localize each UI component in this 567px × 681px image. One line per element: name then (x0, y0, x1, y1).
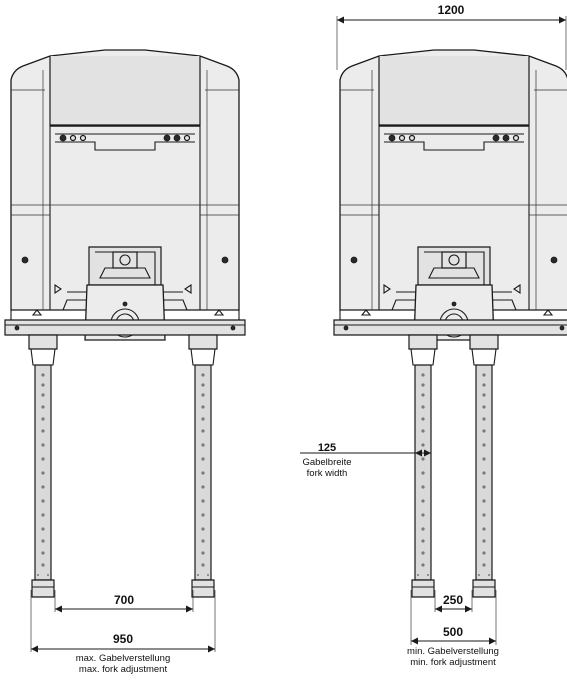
right-view: 1200 125 Gabelbreite fork width 250 500 … (300, 3, 567, 668)
left-view: 700 950 max. Gabelverstellung max. fork … (4, 49, 246, 675)
right-carriage (333, 49, 567, 341)
fork-width-label-en: fork width (307, 468, 348, 479)
left-fork-left (28, 334, 58, 598)
right-fork-left (408, 334, 438, 598)
right-fork-right (469, 334, 499, 598)
dimension-label-1200: 1200 (438, 3, 465, 17)
dimension-label-700: 700 (114, 593, 134, 607)
fork-width-label-de: Gabelbreite (302, 457, 351, 468)
left-fork-right (188, 334, 218, 598)
min-adjust-label-en: min. fork adjustment (410, 657, 496, 668)
max-adjust-label-de: max. Gabelverstellung (76, 653, 171, 664)
dimension-label-125: 125 (318, 442, 336, 454)
dimension-label-950: 950 (113, 632, 133, 646)
min-adjust-label-de: min. Gabelverstellung (407, 646, 499, 657)
dimension-label-500: 500 (443, 625, 463, 639)
left-carriage (4, 49, 246, 341)
max-adjust-label-en: max. fork adjustment (79, 664, 168, 675)
dimension-label-250: 250 (443, 593, 463, 607)
